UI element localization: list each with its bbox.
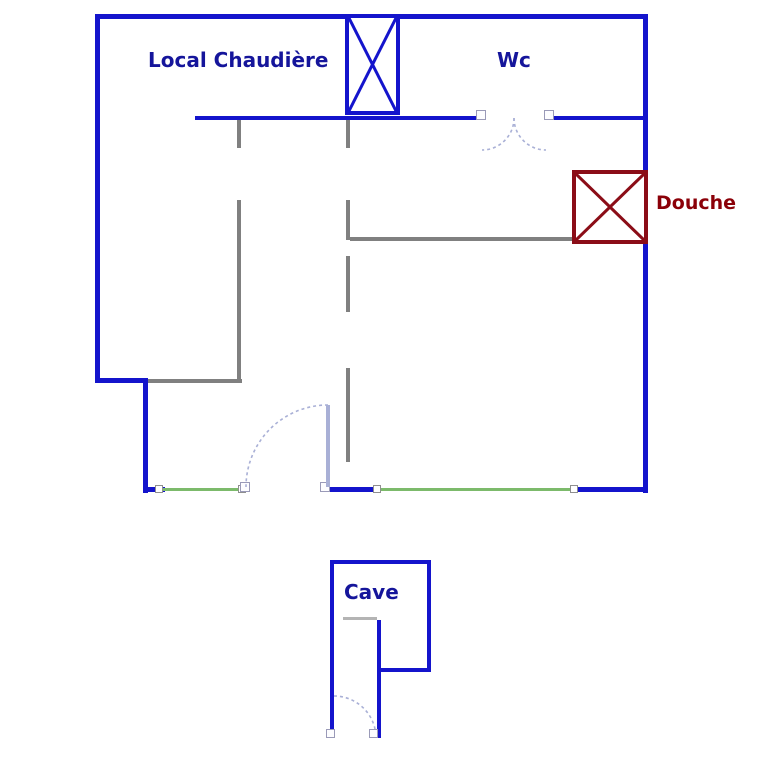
entry-door-leaf	[326, 405, 330, 487]
label-wc: Wc	[497, 48, 531, 72]
window-right	[378, 488, 576, 491]
partition-vertical-left	[237, 200, 241, 382]
outer-wall-right	[643, 14, 648, 493]
outer-wall-left	[95, 14, 100, 383]
outer-wall-step-horizontal	[95, 378, 148, 383]
partition-horizontal-mid	[350, 237, 572, 241]
partition-horizontal-left	[148, 379, 242, 383]
shower-box	[572, 170, 648, 244]
interior-wall-top-left	[195, 116, 481, 120]
entry-door-swing-arc	[245, 404, 329, 488]
chimney-box	[345, 14, 400, 115]
entry-door-jamb-right	[320, 482, 330, 492]
wc-door-swing-arcs	[481, 117, 547, 151]
wc-door-jamb-right	[544, 110, 554, 120]
cave-wall-inner	[377, 620, 381, 738]
cave-wall-step	[378, 668, 431, 672]
bottom-wall-left-stub	[143, 487, 165, 492]
outer-wall-step-vertical	[143, 378, 148, 493]
window-right-end-cap	[570, 485, 578, 493]
shower-x-icon	[576, 174, 644, 240]
partition-vertical-mid-center	[346, 256, 350, 312]
window-left-end-cap	[155, 485, 163, 493]
cave-wall-right	[427, 560, 431, 672]
cave-door-jamb-left	[326, 729, 335, 738]
cave-door-jamb-right	[369, 729, 378, 738]
label-cave: Cave	[344, 580, 399, 604]
entry-door-jamb-left	[240, 482, 250, 492]
partition-vertical-mid-upper	[346, 200, 350, 240]
wc-door-jamb-left	[476, 110, 486, 120]
partition-vertical-mid-lower	[346, 368, 350, 462]
cave-inner-tick	[343, 617, 377, 620]
cave-wall-left	[330, 560, 334, 738]
partition-stub-left	[237, 120, 241, 148]
interior-wall-top-right	[549, 116, 648, 120]
label-local-chaudiere: Local Chaudière	[148, 48, 329, 72]
cave-door-swing-arc	[333, 695, 377, 739]
bottom-wall-mid-stub	[328, 487, 380, 492]
label-douche: Douche	[656, 192, 737, 214]
window-right-end-cap	[373, 485, 381, 493]
cave-wall-top	[330, 560, 430, 564]
window-left	[160, 488, 244, 491]
partition-stub-mid	[346, 120, 350, 148]
chimney-x-icon	[349, 18, 396, 111]
bottom-wall-right	[576, 487, 648, 492]
